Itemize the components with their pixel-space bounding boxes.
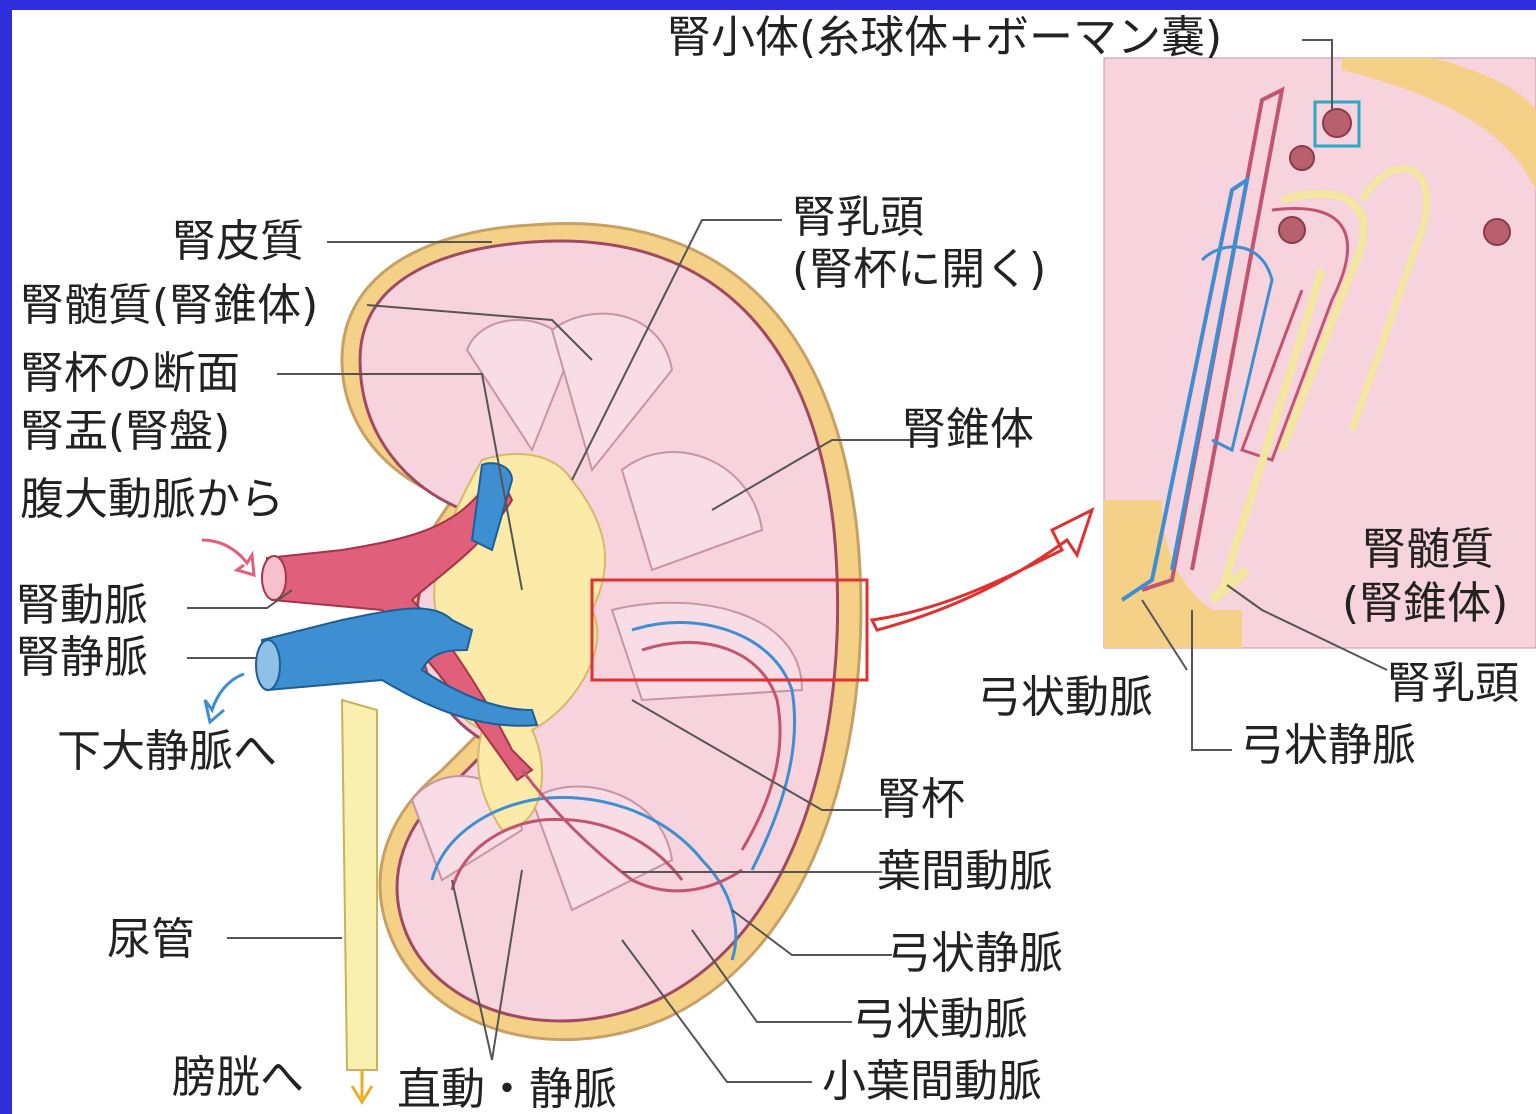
ureter (342, 700, 377, 1070)
label-renal-vein: 腎静脈 (16, 634, 148, 682)
label-papilla-line1: 腎乳頭 (792, 194, 924, 242)
label-inset-papilla: 腎乳頭 (1387, 660, 1519, 708)
label-arcuate-artery: 弓状動脈 (852, 996, 1028, 1044)
renal-vein-opening (256, 640, 280, 690)
label-interlobular-artery: 小葉間動脈 (822, 1058, 1042, 1106)
diagram-frame: 腎小体(糸球体+ボーマン嚢) 腎皮質 腎髄質(腎錐体) 腎杯の断面 腎盂(腎盤)… (12, 10, 1536, 1114)
label-renal-corpuscle: 腎小体(糸球体+ボーマン嚢) (667, 14, 1222, 62)
label-inset-medulla-line1: 腎髄質 (1362, 526, 1494, 574)
label-ureter: 尿管 (107, 916, 195, 964)
label-medulla: 腎髄質(腎錐体) (20, 282, 318, 330)
label-inset-medulla-line2: (腎錐体) (1342, 580, 1508, 628)
label-calyx: 腎杯 (877, 776, 965, 824)
label-from-aorta: 腹大動脈から (20, 476, 284, 524)
renal-artery-opening (262, 556, 286, 600)
label-to-ivc: 下大静脈へ (57, 728, 277, 776)
label-to-bladder: 膀胱へ (172, 1054, 304, 1102)
label-cortex: 腎皮質 (172, 218, 304, 266)
label-inset-arcuate-vein: 弓状静脈 (1240, 722, 1416, 770)
label-papilla-line2: (腎杯に開く) (792, 246, 1046, 294)
label-interlobar-artery: 葉間動脈 (877, 848, 1053, 896)
label-arcuate-vein: 弓状静脈 (887, 930, 1063, 978)
label-pelvis: 腎盂(腎盤) (20, 408, 230, 456)
highlight-arrow (872, 510, 1092, 630)
label-vasa-recta: 直動・静脈 (397, 1066, 617, 1114)
kidney-diagram (12, 10, 1536, 1114)
to-ivc-arrow (205, 674, 244, 722)
label-calyx-section: 腎杯の断面 (20, 350, 240, 398)
ureter-arrow (352, 1070, 372, 1102)
label-pyramid: 腎錐体 (902, 406, 1034, 454)
from-aorta-arrow (202, 540, 254, 575)
label-renal-artery: 腎動脈 (16, 582, 148, 630)
label-inset-arcuate-artery: 弓状動脈 (977, 674, 1153, 722)
